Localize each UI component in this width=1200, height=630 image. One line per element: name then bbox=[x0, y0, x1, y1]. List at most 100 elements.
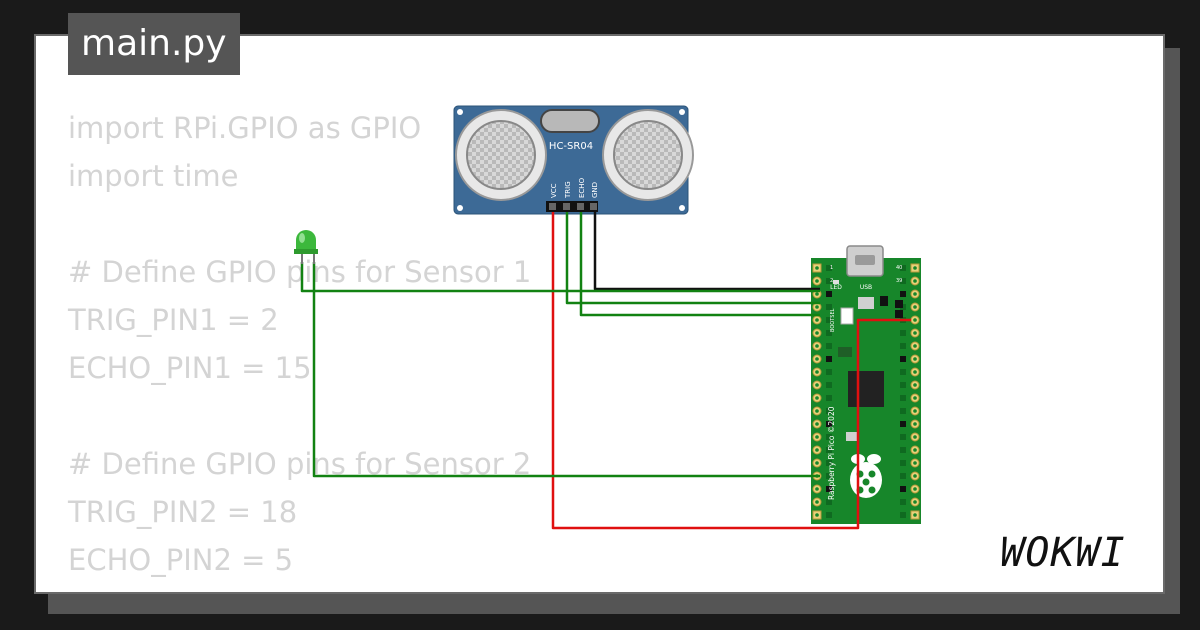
file-tab-label: main.py bbox=[81, 23, 227, 64]
pico-pad bbox=[900, 473, 906, 479]
pico-pad bbox=[900, 278, 906, 284]
pico-pad bbox=[900, 499, 906, 505]
pico-pad bbox=[900, 382, 906, 388]
pico-pin-hole bbox=[815, 331, 819, 335]
green-led[interactable] bbox=[294, 230, 318, 264]
pico-pad bbox=[900, 512, 906, 518]
pico-pin-hole bbox=[913, 396, 917, 400]
pico-pin-hole bbox=[913, 500, 917, 504]
pico-pad bbox=[826, 447, 832, 453]
pico-pin-hole bbox=[815, 383, 819, 387]
pico-pad bbox=[900, 369, 906, 375]
pico-pad bbox=[826, 356, 832, 362]
pico-pad bbox=[826, 382, 832, 388]
raspberry-pi-pico[interactable]: LED USB 1 2 40 39 BOOTSEL Raspberry Pi P… bbox=[811, 245, 921, 524]
wire-trig-green bbox=[565, 212, 820, 305]
pico-pin-hole bbox=[913, 487, 917, 491]
pico-bootsel-label: BOOTSEL bbox=[830, 308, 836, 332]
pico-pad bbox=[826, 460, 832, 466]
wokwi-logo-text: WOKWI bbox=[1000, 530, 1125, 576]
pico-pad bbox=[900, 447, 906, 453]
pico-pin-hole bbox=[815, 422, 819, 426]
pico-pin-hole bbox=[815, 370, 819, 374]
pico-pin-hole bbox=[913, 461, 917, 465]
pico-pad bbox=[826, 421, 832, 427]
pico-pin-hole bbox=[815, 344, 819, 348]
wires bbox=[300, 212, 911, 530]
pico-pad bbox=[900, 486, 906, 492]
pico-pin-hole bbox=[913, 292, 917, 296]
pico-pin-hole bbox=[815, 500, 819, 504]
pico-pin-hole bbox=[815, 279, 819, 283]
pico-pad bbox=[900, 291, 906, 297]
pico-pad bbox=[826, 265, 832, 271]
wire-led-cathode-green bbox=[312, 262, 820, 478]
pico-pin-hole bbox=[913, 435, 917, 439]
pico-pad bbox=[826, 304, 832, 310]
pico-pin-hole bbox=[913, 474, 917, 478]
pico-pin-hole bbox=[815, 396, 819, 400]
pico-board-text: Raspberry Pi Pico ©2020 bbox=[827, 406, 836, 500]
pico-pin-hole bbox=[913, 422, 917, 426]
wire-gnd-black bbox=[593, 212, 820, 291]
sensor-pin-trig-label: TRIG bbox=[564, 181, 572, 199]
code-line: ECHO_PIN1 = 15 bbox=[68, 351, 312, 385]
pico-pin-hole bbox=[815, 409, 819, 413]
pico-pin-hole bbox=[815, 487, 819, 491]
pico-usb-label: USB bbox=[860, 284, 872, 291]
code-line: ECHO_PIN2 = 5 bbox=[68, 543, 294, 577]
wire-led-anode-green bbox=[300, 262, 820, 293]
pico-pin-hole bbox=[815, 513, 819, 517]
code-line: import time bbox=[68, 159, 239, 193]
code-line: TRIG_PIN1 = 2 bbox=[68, 303, 279, 337]
pico-pin-hole bbox=[913, 409, 917, 413]
sensor-pin-echo-label: ECHO bbox=[578, 177, 586, 198]
pico-pin-hole bbox=[913, 305, 917, 309]
pico-pad bbox=[826, 512, 832, 518]
rp2040-chip bbox=[848, 371, 884, 407]
pico-pin-hole bbox=[913, 331, 917, 335]
pico-pin-hole bbox=[815, 461, 819, 465]
pico-pin-hole bbox=[815, 318, 819, 322]
pico-pin-hole bbox=[815, 357, 819, 361]
wokwi-logo: WOKWI bbox=[975, 524, 1151, 576]
pico-pin-hole bbox=[913, 279, 917, 283]
pico-pad bbox=[826, 317, 832, 323]
pico-pad bbox=[900, 421, 906, 427]
pico-pin-hole bbox=[815, 435, 819, 439]
wire-echo-green bbox=[579, 212, 820, 317]
code-line: TRIG_PIN2 = 18 bbox=[68, 495, 298, 529]
pico-pad bbox=[826, 395, 832, 401]
bootsel-button[interactable] bbox=[840, 307, 854, 325]
pico-pin-hole bbox=[913, 266, 917, 270]
transducer-left bbox=[455, 109, 547, 201]
transducer-right bbox=[602, 109, 694, 201]
pico-pad bbox=[826, 343, 832, 349]
pico-pad bbox=[900, 395, 906, 401]
pico-pin-hole bbox=[913, 318, 917, 322]
sensor-pin-gnd-label: GND bbox=[591, 182, 599, 198]
pico-pad bbox=[826, 369, 832, 375]
pico-pin-hole bbox=[815, 292, 819, 296]
pico-pin-hole bbox=[913, 383, 917, 387]
ultrasonic-sensor[interactable]: HC-SR04 VCC TRIG ECHO GND bbox=[453, 105, 694, 215]
pico-pin-hole bbox=[913, 448, 917, 452]
pico-pin-hole bbox=[815, 266, 819, 270]
wire-vcc-red bbox=[551, 212, 911, 530]
code-line: import RPi.GPIO as GPIO bbox=[68, 111, 422, 145]
pico-pad bbox=[900, 356, 906, 362]
pico-pad bbox=[900, 343, 906, 349]
pico-pin-mark-2: 2 bbox=[830, 278, 833, 284]
pico-pad bbox=[826, 408, 832, 414]
file-tab[interactable]: main.py bbox=[68, 13, 240, 75]
pico-pad bbox=[900, 434, 906, 440]
pico-pad bbox=[900, 330, 906, 336]
sensor-model-label: HC-SR04 bbox=[549, 141, 593, 152]
code-line: # Define GPIO pins for Sensor 1 bbox=[68, 255, 532, 289]
pico-pad bbox=[826, 330, 832, 336]
pico-pin-mark-40: 40 bbox=[896, 265, 902, 271]
pico-pad bbox=[826, 278, 832, 284]
pico-pad bbox=[826, 486, 832, 492]
pico-pad bbox=[900, 265, 906, 271]
